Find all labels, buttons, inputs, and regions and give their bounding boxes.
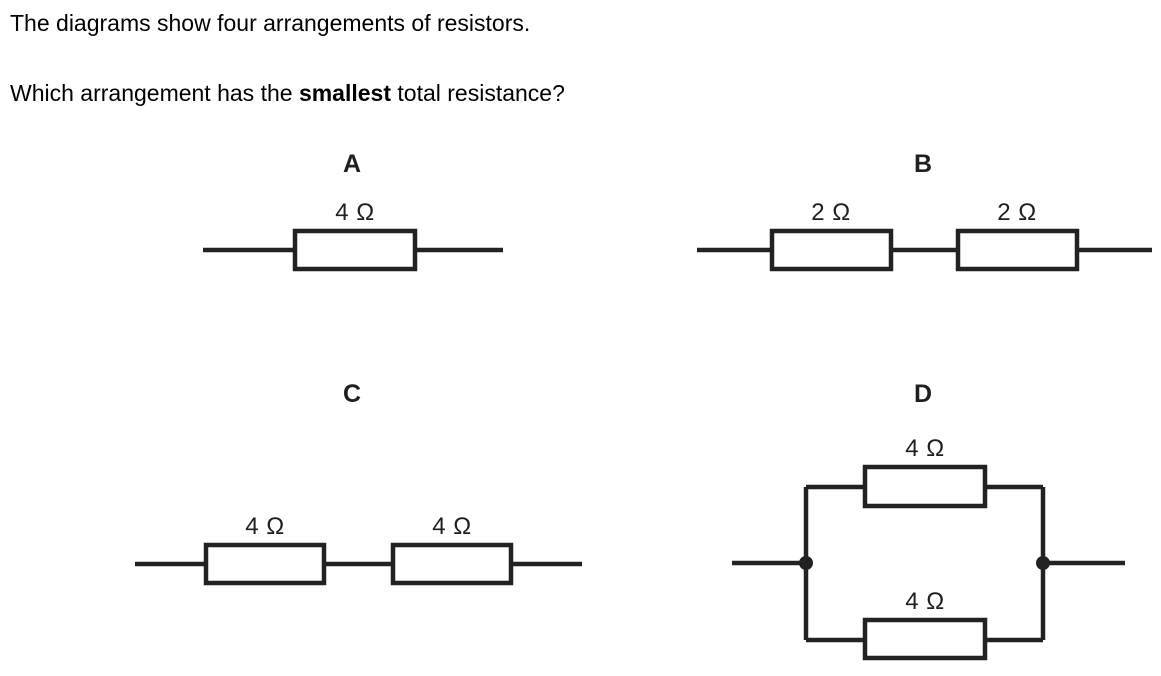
circuit-diagram-b: B 2 Ω 2 Ω: [697, 150, 1152, 272]
resistor-symbol: [769, 228, 894, 272]
resistor-value-label: 4 Ω: [432, 513, 471, 540]
question-line-2-prefix: Which arrangement has the: [10, 80, 299, 106]
resistor-symbol: [862, 464, 988, 509]
circuit-diagram-d: D 4 Ω 4 Ω: [732, 380, 1125, 661]
resistor-symbol: [203, 542, 327, 586]
question-line-2-suffix: total resistance?: [391, 80, 565, 106]
resistor-value-label: 4 Ω: [245, 513, 284, 540]
question-line-2: Which arrangement has the smallest total…: [10, 78, 1110, 108]
diagram-label-b: B: [914, 150, 932, 178]
resistor-symbol: [390, 542, 514, 586]
junction-node-dot: [1036, 556, 1050, 570]
diagram-label-a: A: [343, 150, 361, 178]
circuit-diagram-c: C 4 Ω 4 Ω: [135, 380, 582, 586]
question-emphasis-smallest: smallest: [298, 80, 391, 106]
question-line-1: The diagrams show four arrangements of r…: [10, 10, 531, 36]
circuit-diagram-a: A 4 Ω: [203, 150, 503, 272]
junction-node-dot: [799, 556, 813, 570]
resistor-value-label: 2 Ω: [997, 199, 1036, 226]
resistor-value-label: 2 Ω: [811, 199, 850, 226]
diagram-label-c: C: [343, 380, 361, 408]
resistor-symbol: [955, 228, 1080, 272]
resistor-value-label: 4 Ω: [905, 588, 944, 615]
resistor-symbol: [862, 617, 988, 661]
question-block: The diagrams show four arrangements of r…: [10, 8, 1110, 108]
diagram-label-d: D: [914, 380, 932, 408]
resistor-value-label: 4 Ω: [905, 435, 944, 462]
resistor-symbol: [292, 228, 418, 272]
resistor-value-label: 4 Ω: [335, 199, 374, 226]
